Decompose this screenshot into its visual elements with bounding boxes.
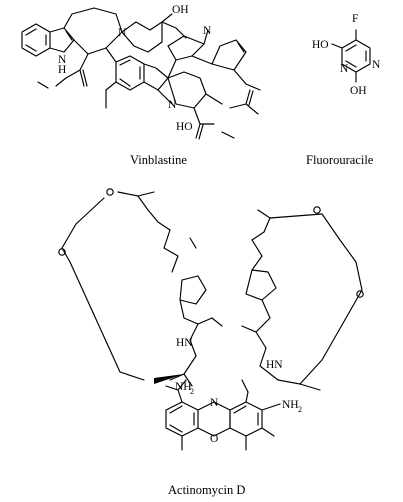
actinomycin-d-structure: NH 2 NH 2 HN HN N O Actinomycin D xyxy=(58,188,364,497)
actinomycin-nh2-left-sub: 2 xyxy=(190,387,194,396)
vinblastine-ho-label: HO xyxy=(176,121,193,133)
fluorouracile-f-label: F xyxy=(352,13,358,25)
vinblastine-n-top-label: N xyxy=(118,27,127,39)
actinomycin-nh2-left-label: NH xyxy=(175,381,192,393)
vinblastine-n-bottom-label: N xyxy=(168,99,177,111)
fluorouracile-n-bottom-label: N xyxy=(340,63,349,75)
actinomycin-d-caption: Actinomycin D xyxy=(168,483,245,497)
actinomycin-nh2-right-label: NH xyxy=(282,399,299,411)
vinblastine-structure: OH N H N N N HO Vinblastine xyxy=(21,4,261,167)
vinblastine-caption: Vinblastine xyxy=(130,153,187,167)
actinomycin-nh2-right-sub: 2 xyxy=(298,405,302,414)
fluorouracile-caption: Fluorouracile xyxy=(306,153,374,167)
fluorouracile-structure: F HO N N OH Fluorouracile xyxy=(306,13,381,167)
actinomycin-o-ring-label: O xyxy=(210,433,218,445)
vinblastine-n-right-label: N xyxy=(203,25,212,37)
vinblastine-indole-n-label: N xyxy=(58,54,67,66)
vinblastine-oh-label: OH xyxy=(172,4,189,16)
actinomycin-hn-left-label: HN xyxy=(176,337,193,349)
fluorouracile-ho-label: HO xyxy=(312,39,329,51)
actinomycin-hn-right-label: HN xyxy=(266,359,283,371)
vinblastine-indole-h-label: H xyxy=(58,64,66,76)
fluorouracile-oh-label: OH xyxy=(350,85,367,97)
actinomycin-n-ring-label: N xyxy=(210,397,219,409)
fluorouracile-n-right-label: N xyxy=(372,59,381,71)
